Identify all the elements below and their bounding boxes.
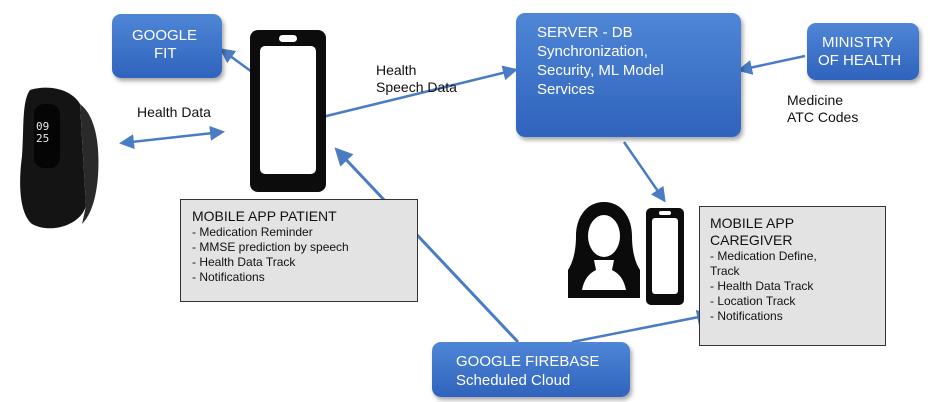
fitness-band: 09 25 xyxy=(10,86,102,232)
arrow-firebase-phone xyxy=(334,147,520,344)
health-data-label: Health Data xyxy=(137,104,211,120)
caregiver-app-item: - Location Track xyxy=(710,294,796,308)
server-line3: Security, ML Model xyxy=(537,62,664,79)
google-firebase-box: GOOGLE FIREBASE Scheduled Cloud xyxy=(432,342,630,397)
ministry-line1: MINISTRY xyxy=(822,34,894,51)
arrow-phone-server xyxy=(307,65,518,125)
patient-phone xyxy=(250,30,326,192)
server-line1: SERVER - DB xyxy=(537,24,633,41)
arrow-server-caregiver xyxy=(622,141,666,203)
patient-app-item: - Notifications xyxy=(192,270,265,284)
caregiver-app-title-line1: MOBILE APP xyxy=(710,215,795,231)
firebase-line2: Scheduled Cloud xyxy=(456,372,571,389)
health-speech-label-line2: Speech Data xyxy=(376,79,457,95)
patient-app-title: MOBILE APP PATIENT xyxy=(192,208,337,224)
caregiver-app-item: - Health Data Track xyxy=(710,279,814,293)
arrow-watch-phone xyxy=(119,125,225,150)
ministry-line2: OF HEALTH xyxy=(818,52,902,69)
patient-app-panel: MOBILE APP PATIENT - Medication Reminder… xyxy=(180,199,418,302)
medicine-label-line1: Medicine xyxy=(787,92,844,108)
watch-hour: 09 xyxy=(36,120,50,133)
google-fit-box: GOOGLE FIT xyxy=(112,14,222,78)
arrow-ministry-server xyxy=(737,54,806,75)
patient-app-item: - Health Data Track xyxy=(192,255,296,269)
fitness-band-icon xyxy=(20,87,99,229)
caregiver-app-item: - Notifications xyxy=(710,309,783,323)
caregiver-app-title-line2: CAREGIVER xyxy=(710,232,793,248)
server-line4: Services xyxy=(537,81,595,98)
google-fit-line2: FIT xyxy=(154,45,177,62)
phone-speaker xyxy=(279,35,297,42)
watch-minute: 25 xyxy=(36,132,50,145)
caregiver-avatar xyxy=(568,198,640,298)
health-speech-label-line1: Health xyxy=(376,62,417,78)
caregiver-app-item: Track xyxy=(710,264,740,278)
google-fit-line1: GOOGLE xyxy=(132,27,198,44)
caregiver-app-panel: MOBILE APP CAREGIVER - Medication Define… xyxy=(699,206,886,346)
patient-app-item: - Medication Reminder xyxy=(192,225,313,239)
caregiver-phone-speaker xyxy=(659,211,671,215)
server-db-box: SERVER - DB Synchronization, Security, M… xyxy=(516,13,741,137)
caregiver-app-item: - Medication Define, xyxy=(710,249,817,263)
arrow-firebase-caregiver xyxy=(571,309,712,344)
firebase-line1: GOOGLE FIREBASE xyxy=(456,353,600,370)
medicine-label-line2: ATC Codes xyxy=(787,109,859,125)
server-line2: Synchronization, xyxy=(537,43,648,60)
ministry-of-health-box: MINISTRY OF HEALTH xyxy=(807,23,919,80)
caregiver-phone-screen xyxy=(652,218,678,294)
phone-screen xyxy=(260,46,316,174)
caregiver-phone xyxy=(646,208,684,305)
patient-app-item: - MMSE prediction by speech xyxy=(192,240,349,254)
person-icon xyxy=(568,202,640,298)
